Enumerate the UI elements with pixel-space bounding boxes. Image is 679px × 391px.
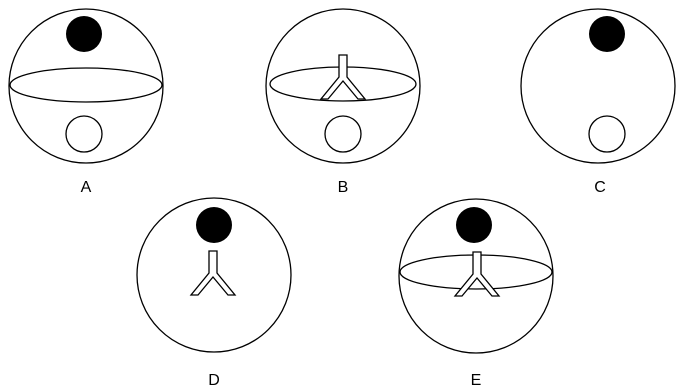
- ellipse-a: [10, 68, 162, 102]
- figure-label-d: D: [208, 372, 220, 389]
- figure-b: B: [266, 9, 420, 196]
- y-shape-d: [191, 251, 235, 295]
- figure-a: A: [9, 9, 163, 196]
- black-dot-e: [456, 207, 492, 243]
- black-dot-d: [196, 207, 232, 243]
- y-shape-b: [321, 55, 365, 99]
- white-circle-b: [325, 116, 361, 152]
- white-circle-c: [589, 116, 625, 152]
- black-dot-a: [66, 16, 102, 52]
- white-circle-a: [66, 116, 102, 152]
- figure-label-a: A: [81, 179, 92, 196]
- figure-label-b: B: [338, 179, 349, 196]
- figure-label-c: C: [594, 179, 606, 196]
- figure-c: C: [521, 9, 675, 196]
- figure-label-e: E: [471, 372, 482, 389]
- figure-e: E: [399, 199, 553, 389]
- figure-d: D: [137, 198, 291, 389]
- black-dot-c: [589, 16, 625, 52]
